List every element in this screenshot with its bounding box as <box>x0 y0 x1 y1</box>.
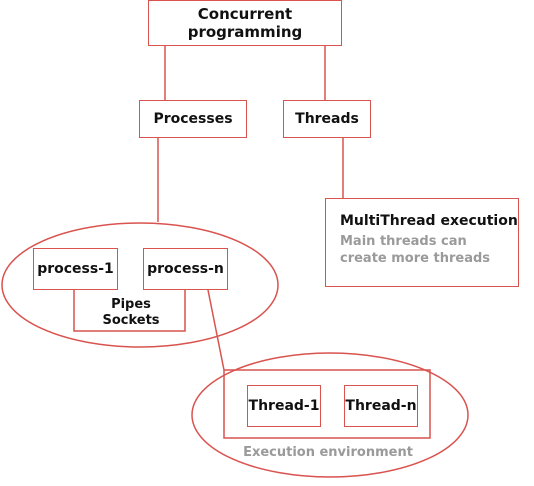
sockets-label: Sockets <box>102 313 160 328</box>
thread-n-node: Thread-n <box>344 385 418 427</box>
processes-label: Processes <box>153 111 233 127</box>
threads-node: Threads <box>283 100 371 138</box>
multithread-description: Main threads can create more threads <box>340 234 491 266</box>
pipes-label: Pipes <box>111 297 151 312</box>
process-group-ellipse <box>1 222 279 348</box>
process-1-node: process-1 <box>33 248 118 290</box>
thread-group-ellipse <box>191 352 469 478</box>
thread-n-label: Thread-n <box>345 398 417 414</box>
execution-environment-label: Execution environment <box>243 445 413 460</box>
thread-1-label: Thread-1 <box>248 398 320 414</box>
process-n-node: process-n <box>143 248 228 290</box>
process-n-label: process-n <box>147 261 224 277</box>
processes-node: Processes <box>139 100 247 138</box>
concurrent-programming-label: Concurrent programming <box>187 5 303 41</box>
execution-environment-frame <box>207 289 431 439</box>
thread-1-node: Thread-1 <box>247 385 321 427</box>
multithread-execution-node: MultiThread execution Main threads can c… <box>325 198 519 287</box>
concurrent-programming-node: Concurrent programming <box>148 0 342 46</box>
process-1-label: process-1 <box>37 261 114 277</box>
threads-label: Threads <box>295 111 359 127</box>
multithread-title: MultiThread execution <box>340 213 518 229</box>
ipc-bracket <box>73 290 186 332</box>
ipc-label: Pipes Sockets <box>96 297 166 329</box>
